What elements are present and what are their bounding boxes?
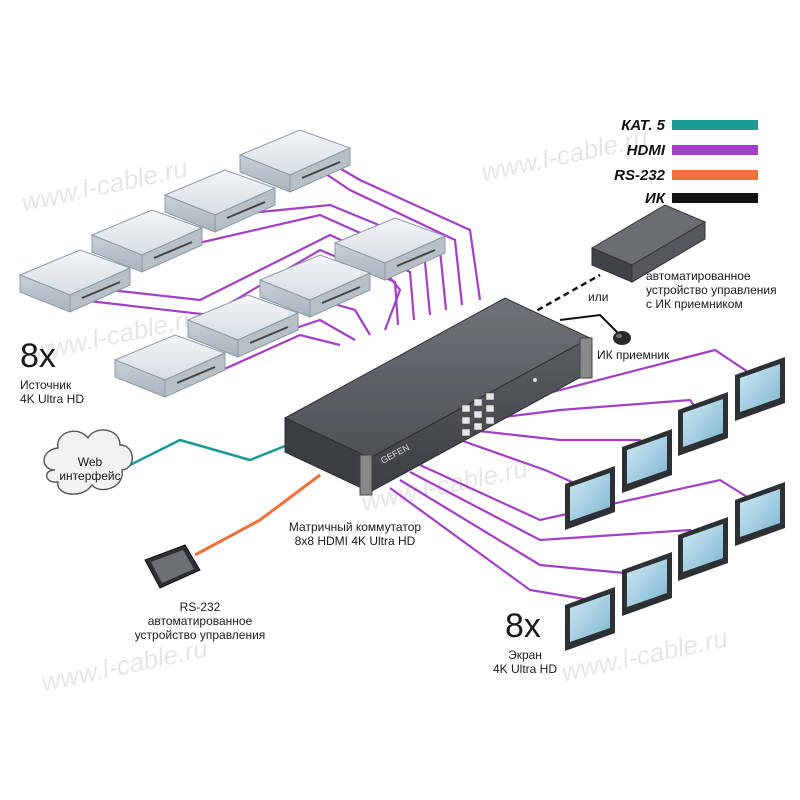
switcher-button-grid <box>461 392 495 437</box>
switcher-label-line2: 8x8 HDMI 4K Ultra HD <box>294 534 416 548</box>
rs232-cable <box>194 473 321 557</box>
ir-controller-label-line3: с ИК приемником <box>646 297 743 311</box>
source-device <box>333 217 447 281</box>
source-device <box>163 169 277 233</box>
hdmi-cable <box>109 233 416 321</box>
legend-swatch-hdmi <box>672 145 758 155</box>
display-monitor <box>735 357 785 421</box>
display-monitor <box>565 466 615 530</box>
legend-label-rs232: RS-232 <box>614 167 665 184</box>
rs232-label-line2: автоматированное <box>147 614 253 628</box>
switcher-rack-ear <box>359 454 373 496</box>
source-device <box>258 254 372 318</box>
web-label-line1: Web <box>77 455 103 469</box>
sources-label-line2: 4K Ultra HD <box>20 392 85 406</box>
ir-controller-device <box>590 204 707 283</box>
switcher-status-led <box>533 378 537 382</box>
source-device <box>18 249 132 313</box>
sources-label-line1: Источник <box>20 378 72 392</box>
display-monitor <box>622 552 672 616</box>
legend-label-cat5: КАТ. 5 <box>621 117 665 134</box>
legend-swatches <box>672 120 758 203</box>
hdmi-cable <box>399 479 646 577</box>
displays-count: 8x <box>505 607 541 645</box>
legend-swatch-cat5 <box>672 120 758 130</box>
ir-controller-label-line1: автоматированное <box>646 269 751 283</box>
source-device <box>238 129 352 193</box>
web-label-line2: интерфейс <box>59 469 121 483</box>
display-monitor <box>565 587 615 651</box>
rs232-label-line3: устройство управления <box>134 628 266 642</box>
legend-label-ir: ИК <box>644 190 665 207</box>
display-monitor <box>622 429 672 493</box>
ir-cable <box>559 313 621 336</box>
source-device <box>186 294 300 358</box>
rs232-label-line1: RS-232 <box>179 600 221 614</box>
display-monitors <box>565 357 785 651</box>
hdmi-cable <box>389 487 591 602</box>
matrix-switcher <box>283 297 593 496</box>
displays-label-line1: Экран <box>508 648 542 662</box>
ir-controller-label-line2: устройство управления <box>646 283 777 297</box>
cat5-cable <box>119 438 301 472</box>
display-monitor <box>678 392 728 456</box>
or-label: или <box>588 290 609 304</box>
web-cloud-icon <box>43 429 133 495</box>
hdmi-cable <box>409 471 706 542</box>
display-monitor <box>735 482 785 546</box>
legend-swatch-rs232 <box>672 170 758 180</box>
legend-swatch-ir <box>672 193 758 203</box>
legend-label-hdmi: HDMI <box>626 142 665 159</box>
hdmi-cable <box>419 464 761 522</box>
sources-count: 8x <box>20 337 56 375</box>
hdmi-cable <box>79 248 400 326</box>
switcher-rack-ear <box>579 337 593 379</box>
ir-receiver-device <box>613 331 631 345</box>
rs232-touch-panel <box>144 544 201 589</box>
displays-label-line2: 4K Ultra HD <box>492 662 557 676</box>
ir-receiver-label: ИК приемник <box>597 348 670 362</box>
source-device <box>113 334 227 398</box>
display-monitor <box>678 517 728 581</box>
switcher-label-line1: Матричный коммутатор <box>288 520 422 534</box>
source-device <box>90 209 204 273</box>
hdmi-cable <box>199 333 341 382</box>
